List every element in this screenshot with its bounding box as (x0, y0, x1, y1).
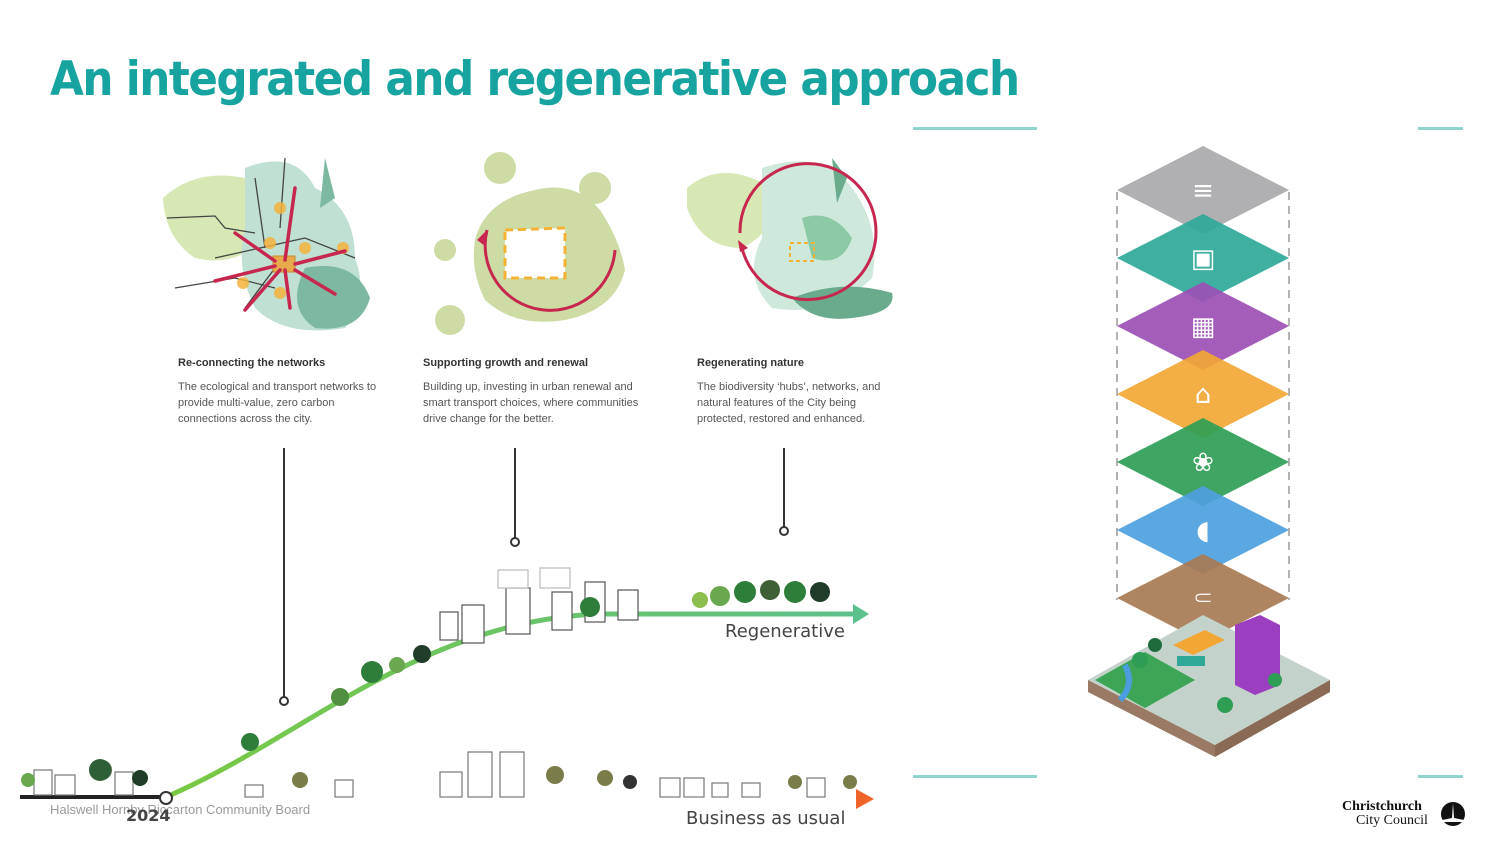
start-year-label: 2024 (126, 806, 171, 825)
pipe-icon: ⸦ (1190, 584, 1216, 614)
logo-line-1: Christchurch (1342, 799, 1422, 814)
timeline-diagram (20, 448, 874, 809)
logo-line-2: City Council (1356, 813, 1428, 828)
regenerative-buildings (439, 567, 639, 644)
layer-transport: ▣ (1117, 214, 1289, 302)
bau-arrowhead (856, 789, 874, 809)
layer-pipes: ⸦ (1117, 554, 1289, 642)
layer-tile (1117, 418, 1289, 506)
layer-tile (1117, 214, 1289, 302)
theme-body: The ecological and transport networks to… (178, 381, 377, 425)
leaf-icon: ❀ (1192, 448, 1214, 478)
network-map-icon (163, 157, 370, 331)
house-icon: ⌂ (1195, 380, 1212, 410)
divider-top-left (913, 127, 1037, 130)
nature-map-icon (687, 158, 893, 319)
theme-caption-nature: Regenerating nature The biodiversity ‘hu… (697, 355, 937, 427)
regenerative-trees (241, 580, 830, 751)
theme-heading: Re-connecting the networks (178, 357, 326, 369)
layer-stack: ≡ ▣ ▦ ⌂ ❀ ◖ ⸦ (1088, 146, 1330, 757)
layer-tile (1117, 146, 1289, 234)
growth-map-icon (434, 152, 625, 335)
council-logo: Christchurch City Council (1342, 799, 1472, 831)
cathedral-emblem-icon (1441, 802, 1465, 826)
divider-bottom-right (1418, 775, 1463, 778)
layer-infrastructure: ≡ (1117, 146, 1289, 234)
past-trees (21, 759, 148, 787)
regenerative-label: Regenerative (725, 621, 845, 642)
regenerative-arrowhead (853, 604, 869, 624)
layer-tile (1117, 282, 1289, 370)
theme-heading: Supporting growth and renewal (423, 357, 588, 369)
community-board-footer: Halswell Hornby Riccarton Community Boar… (50, 802, 311, 817)
theme-body: Building up, investing in urban renewal … (423, 381, 639, 425)
bus-icon: ▣ (1191, 244, 1216, 274)
layer-tile (1117, 486, 1289, 574)
bau-scenery (33, 751, 826, 798)
layer-housing: ⌂ (1117, 350, 1289, 438)
divider-bottom-left (913, 775, 1037, 778)
business-as-usual-label: Business as usual (686, 808, 846, 829)
pointer-dot-nature (779, 526, 789, 536)
divider-top-right (1418, 127, 1463, 130)
city-base-block (1088, 615, 1330, 757)
slide-title: An integrated and regenerative approach (50, 52, 1020, 107)
building-icon: ▦ (1191, 312, 1216, 342)
theme-caption-networks: Re-connecting the networks The ecologica… (178, 355, 418, 427)
layer-buildings: ▦ (1117, 282, 1289, 370)
layer-water: ◖ (1117, 486, 1289, 574)
water-drop-icon: ◖ (1196, 516, 1210, 546)
bridge-road-icon: ≡ (1192, 176, 1214, 206)
pointer-dot-growth (510, 537, 520, 547)
pointer-dot-networks (279, 696, 289, 706)
year-marker (159, 791, 173, 805)
theme-body: The biodiversity ‘hubs’, networks, and n… (697, 381, 881, 425)
layer-tile (1117, 350, 1289, 438)
layer-tile (1117, 554, 1289, 642)
theme-caption-growth: Supporting growth and renewal Building u… (423, 355, 663, 427)
layer-nature: ❀ (1117, 418, 1289, 506)
theme-heading: Regenerating nature (697, 357, 804, 369)
